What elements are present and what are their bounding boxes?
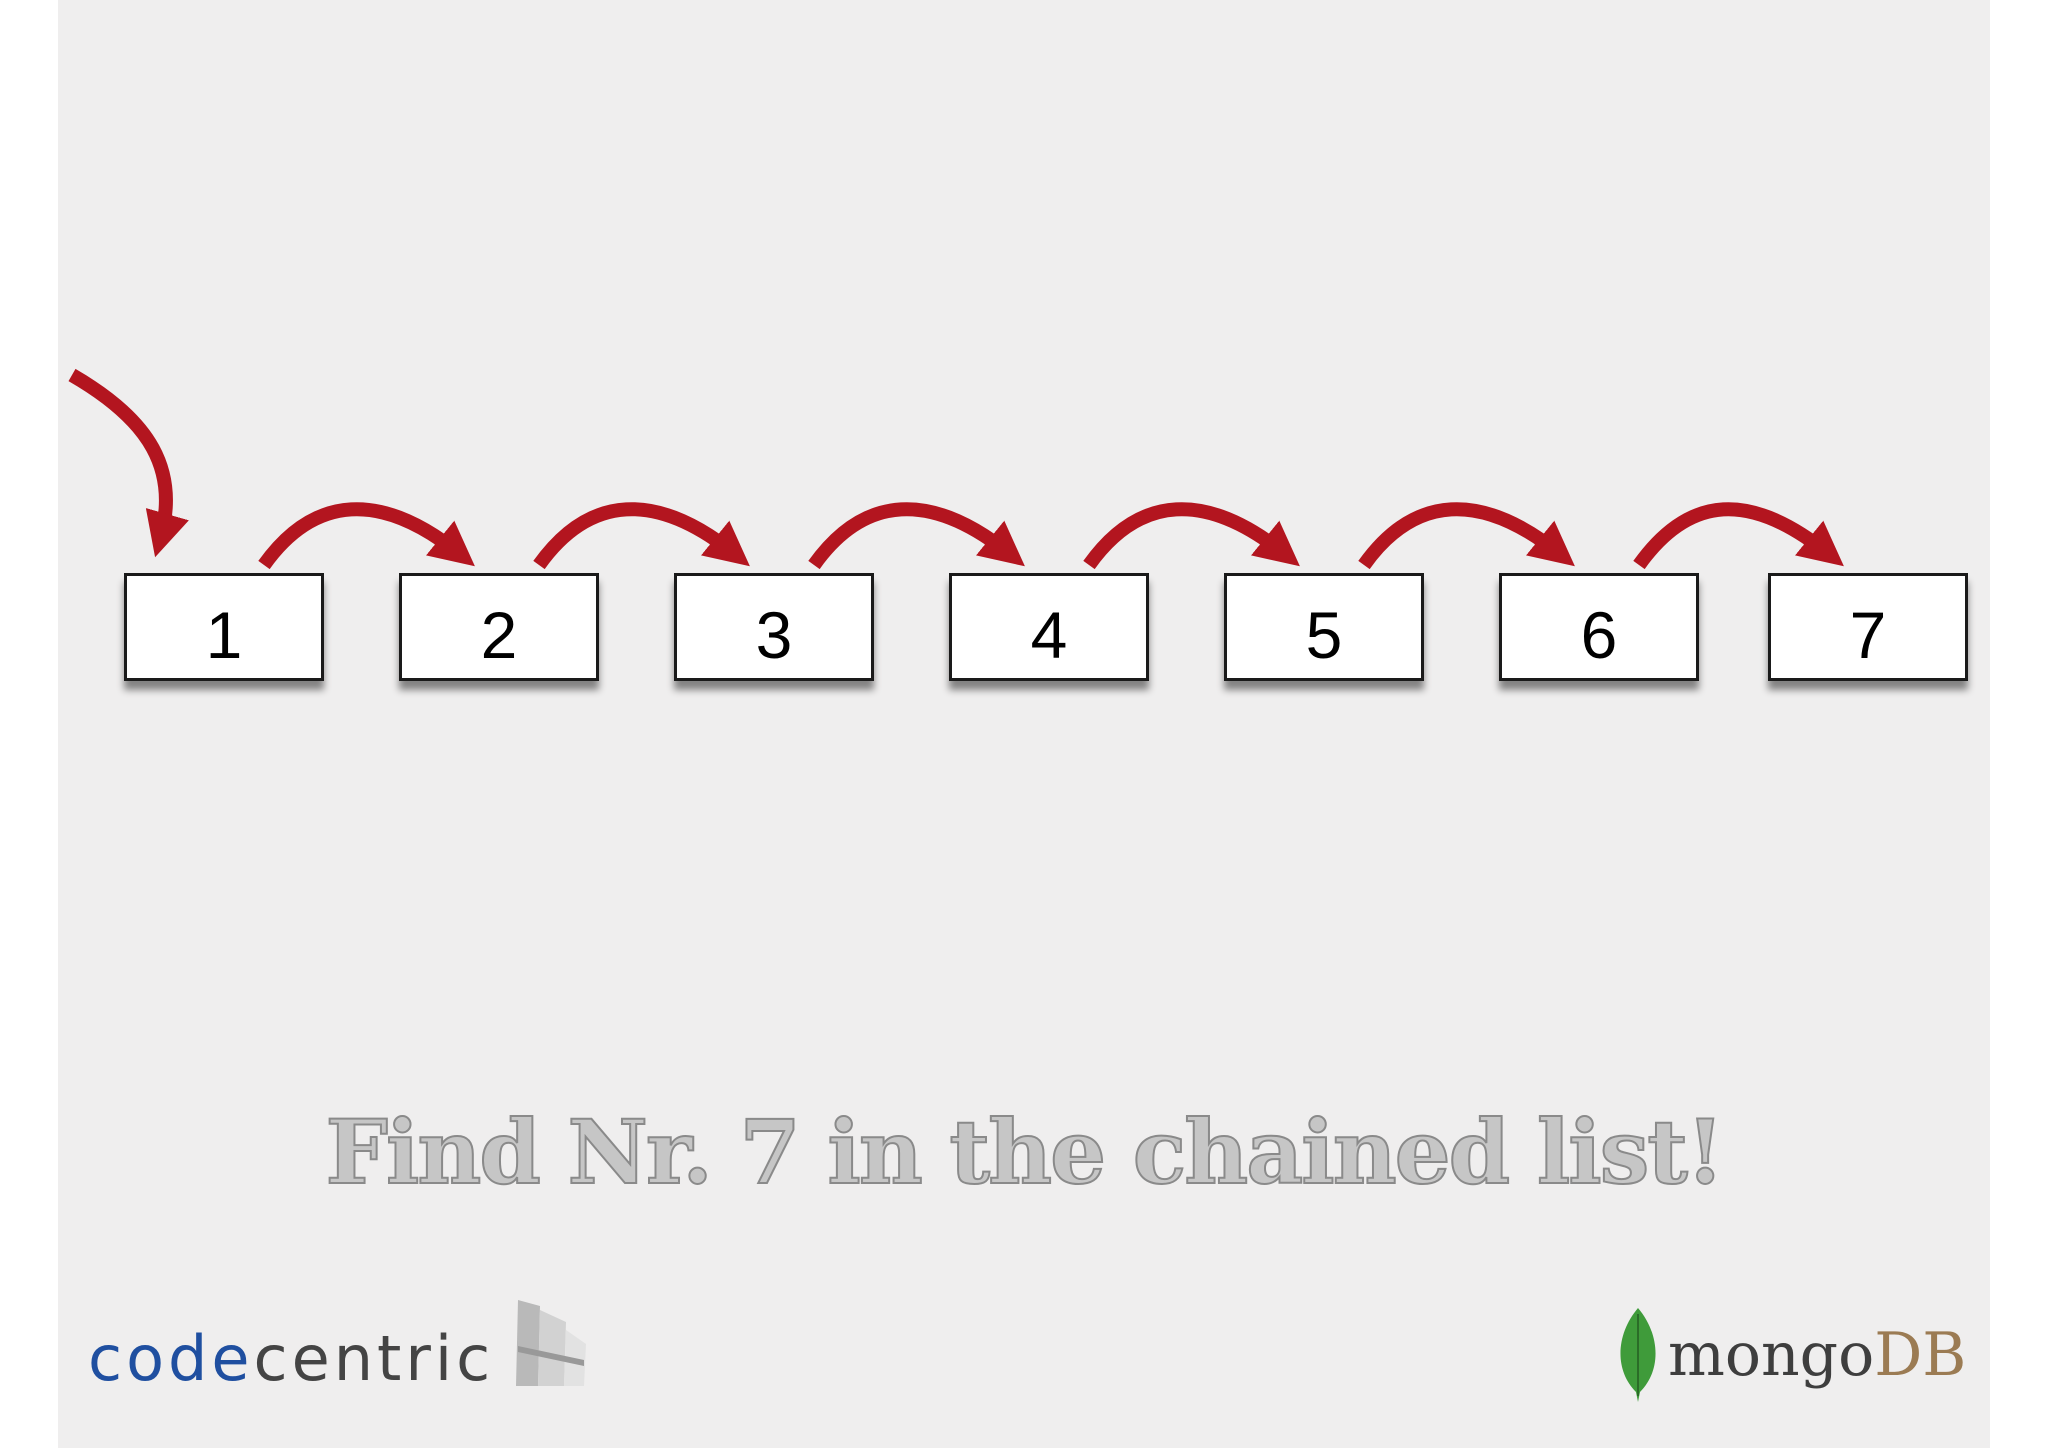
next-arrow-icon [1083,502,1300,570]
next-arrow-icon [1633,502,1844,570]
codecentric-suffix: centric [253,1322,495,1395]
next-arrow-icon [1358,502,1575,570]
entry-arrow-icon [68,368,189,558]
list-node-label: 1 [205,598,243,672]
next-arrow-icon [533,502,750,570]
list-node-3: 3 [674,573,874,681]
caption: Find Nr. 7 in the chained list! [324,1099,1725,1205]
list-node-label: 5 [1305,598,1343,672]
list-node-2: 2 [399,573,599,681]
codecentric-logo [516,1300,586,1386]
codecentric-logo-text: codecentric [88,1322,494,1395]
next-arrow-icon [808,502,1025,570]
codecentric-prefix: code [88,1322,254,1395]
mongodb-suffix: DB [1874,1320,1967,1390]
next-arrow-icon [258,502,475,570]
list-node-label: 7 [1849,598,1887,672]
list-node-5: 5 [1224,573,1424,681]
list-node-label: 2 [480,598,518,672]
list-node-1: 1 [124,573,324,681]
codecentric-mark-icon [516,1300,586,1386]
slide [58,0,1990,1448]
mongodb-leaf-icon [1620,1308,1656,1402]
list-node-label: 6 [1580,598,1618,672]
mongodb-prefix: mongo [1668,1320,1875,1390]
list-node-6: 6 [1499,573,1699,681]
list-node-label: 4 [1030,598,1068,672]
list-node-label: 3 [755,598,793,672]
mongodb-logo-text: mongoDB [1668,1320,1966,1390]
list-node-4: 4 [949,573,1149,681]
list-node-7: 7 [1768,573,1968,681]
